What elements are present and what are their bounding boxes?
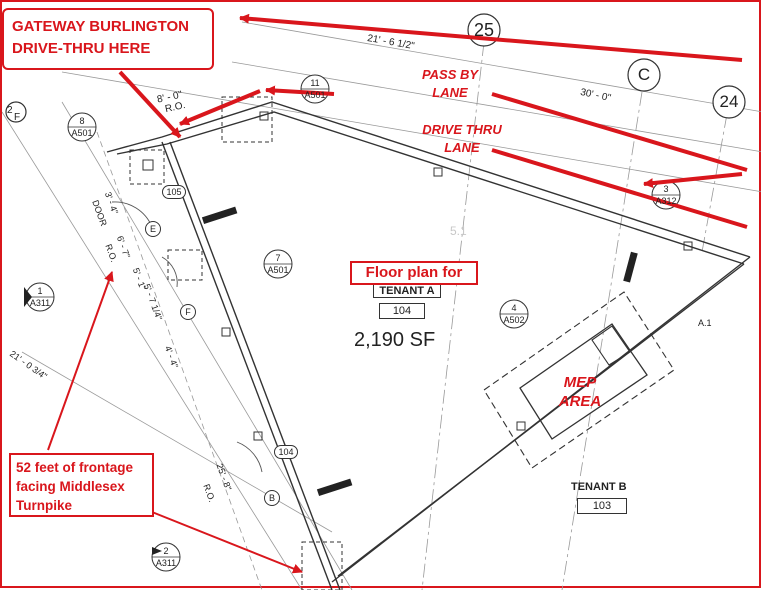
section-tag-ref: A502 (503, 315, 525, 325)
mep-area-label: MEP AREA (540, 373, 620, 411)
section-tag-num: 2 (163, 546, 169, 556)
floor-plan-for-callout: Floor plan for (350, 261, 478, 285)
grid-label-25: 25 (473, 20, 495, 40)
pass-by-lane-label: PASS BY LANE (400, 66, 500, 102)
section-tag-ref: A311 (155, 558, 177, 568)
callout-line: facing Middlesex (16, 479, 125, 494)
section-tag-ref: A501 (304, 90, 326, 100)
drive-thru-lane-label: DRIVE THRU LANE (407, 121, 517, 157)
tenant-a-number: 104 (379, 303, 425, 319)
lane-label-line: DRIVE THRU (422, 122, 502, 137)
section-tag-ref: A501 (71, 128, 93, 138)
red-lane-lines (491, 92, 748, 229)
drive-thru-callout: GATEWAY BURLINGTON DRIVE-THRU HERE (2, 8, 214, 70)
red-arrows (118, 13, 743, 189)
callout-line: 52 feet of frontage (16, 460, 134, 475)
section-tag-num: 8 (79, 116, 85, 126)
tenant-a-name: TENANT A (373, 285, 441, 298)
grid-lines (2, 21, 761, 590)
tenant-a-area: 2,190 SF (354, 329, 436, 351)
grid-label-f: F (14, 112, 21, 123)
section-tag-num: 11 (310, 78, 320, 88)
callout-line: DRIVE-THRU HERE (12, 40, 151, 57)
grid-label-c: C (637, 65, 651, 84)
tenant-b-number: 103 (577, 498, 627, 514)
wall-marks (201, 206, 638, 497)
lane-label-line: LANE (444, 140, 480, 155)
callout-line: GATEWAY BURLINGTON (12, 18, 189, 35)
grid-circles (5, 13, 746, 123)
mep-area (483, 291, 675, 469)
lane-label-line: PASS BY (421, 67, 479, 82)
section-tag-pointers (24, 287, 162, 555)
grid-label-2: 2 (7, 105, 13, 116)
door-swings (111, 201, 263, 473)
grid-label-24: 24 (719, 92, 739, 111)
grid-ref-label: A.1 (698, 318, 712, 328)
tenant-b-name: TENANT B (571, 481, 627, 493)
mep-label-line: MEP (563, 374, 597, 391)
section-tag-num: 3 (663, 184, 669, 194)
door-type-tag: B (264, 490, 280, 506)
door-tag: 104 (274, 445, 298, 459)
section-tag-num: 7 (275, 253, 281, 263)
faint-label: 5.1 (450, 224, 467, 238)
section-tag-num: 1 (37, 286, 43, 296)
frontage-arrows (47, 271, 303, 574)
mep-label-line: AREA (558, 393, 602, 410)
door-type-tag: F (180, 304, 196, 320)
lane-label-line: LANE (432, 85, 468, 100)
section-tag-ref: A311 (29, 298, 51, 308)
building-walls (106, 101, 751, 590)
callout-line: Turnpike (16, 498, 73, 513)
section-tag-ref: A312 (655, 196, 677, 206)
section-tag-num: 4 (511, 303, 517, 313)
door-type-tag: E (145, 221, 161, 237)
section-tag-ref: A501 (267, 265, 289, 275)
frontage-callout: 52 feet of frontage facing Middlesex Tur… (9, 453, 154, 517)
door-tag: 105 (162, 185, 186, 199)
